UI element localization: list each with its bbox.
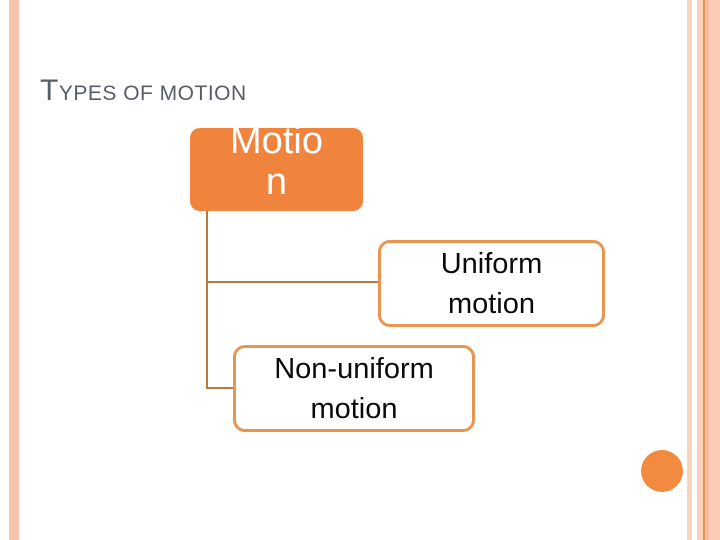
node-motion-label: Motio n: [190, 128, 363, 203]
right-accent-stripe: [687, 0, 692, 540]
left-accent-bar: [9, 0, 19, 540]
right-accent-stripe: [703, 0, 705, 540]
node-non-uniform-motion-line1: Non-uniform: [274, 352, 434, 385]
connector-to-uniform-motion: [206, 281, 378, 283]
node-motion-label-line1: Motio: [230, 128, 323, 162]
node-uniform-motion-label: Uniform motion: [441, 244, 543, 324]
slide-title: Types of motion: [40, 74, 247, 107]
node-non-uniform-motion-line2: motion: [310, 392, 398, 425]
node-uniform-motion-line2: motion: [447, 287, 536, 320]
decorative-circle: [641, 450, 683, 492]
node-motion: Motio n: [190, 128, 363, 211]
right-accent-stripe: [697, 0, 703, 540]
node-uniform-motion: Uniform motion: [378, 240, 605, 327]
connector-to-non-uniform-motion: [206, 387, 235, 389]
connector-vertical-line: [206, 211, 208, 389]
node-motion-label-line2: n: [265, 161, 288, 203]
node-uniform-motion-line1: Uniform: [440, 247, 543, 280]
node-non-uniform-motion-label: Non-uniform motion: [274, 349, 434, 429]
node-non-uniform-motion: Non-uniform motion: [233, 345, 475, 432]
right-accent-stripe: [709, 0, 720, 540]
right-accent-stripe: [705, 0, 709, 540]
